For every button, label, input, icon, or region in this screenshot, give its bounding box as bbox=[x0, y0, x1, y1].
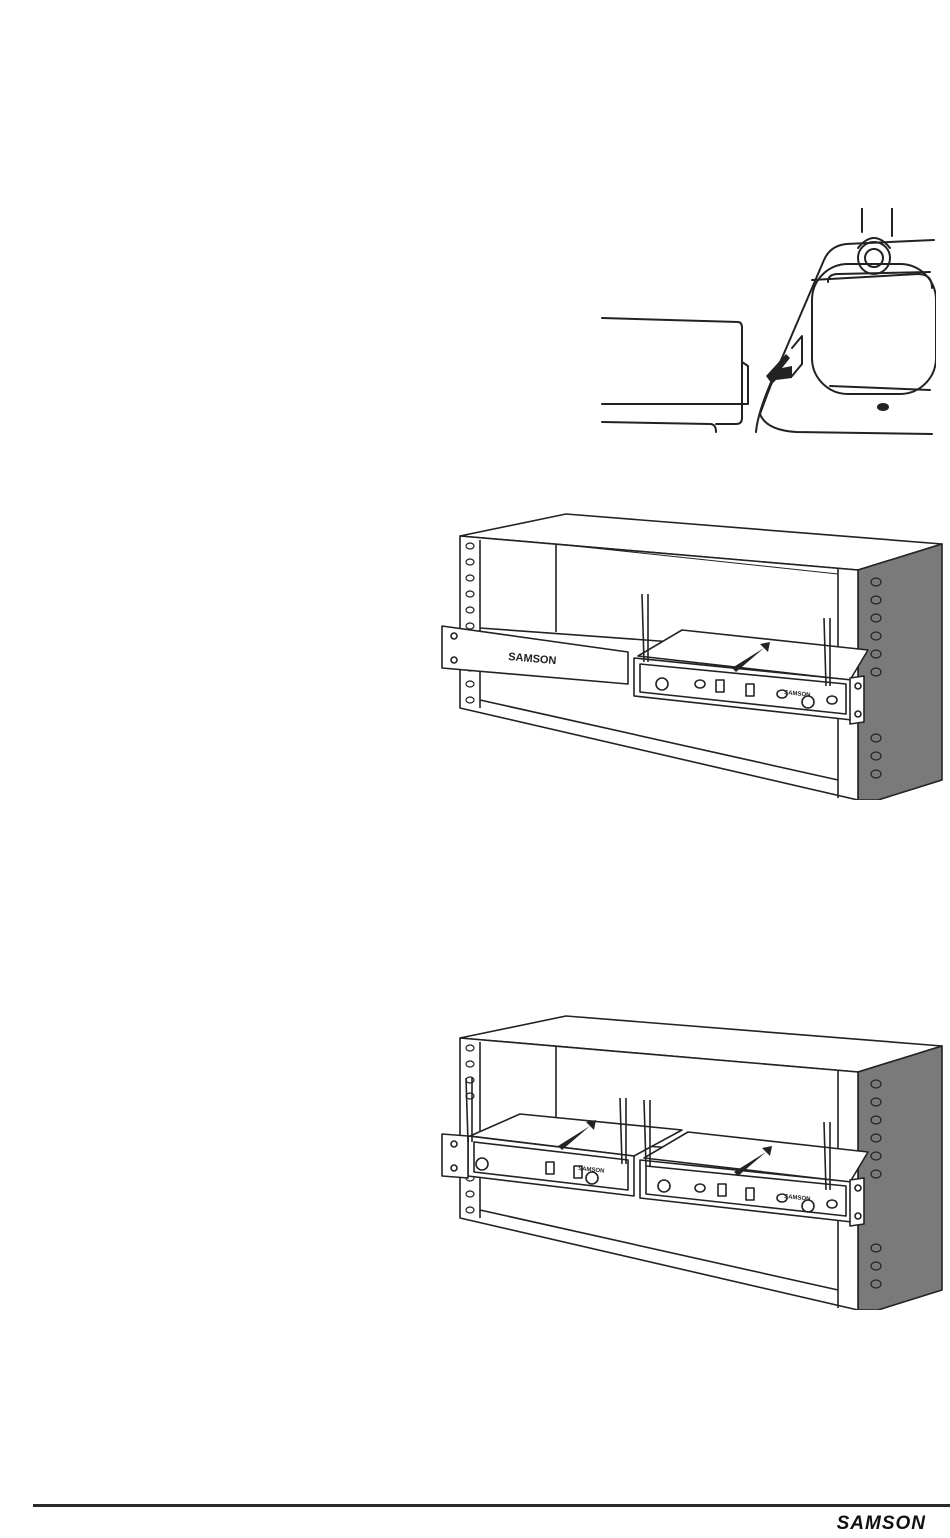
joining-detail-illustration bbox=[596, 208, 936, 438]
footer-divider bbox=[33, 1504, 950, 1507]
footer-brand-logo: SAMSON bbox=[837, 1513, 926, 1535]
single-rack-installation-illustration: SAMSON SAMSON bbox=[438, 508, 944, 800]
dual-rack-installation-illustration: SAMSON SAMSON bbox=[438, 1010, 944, 1310]
